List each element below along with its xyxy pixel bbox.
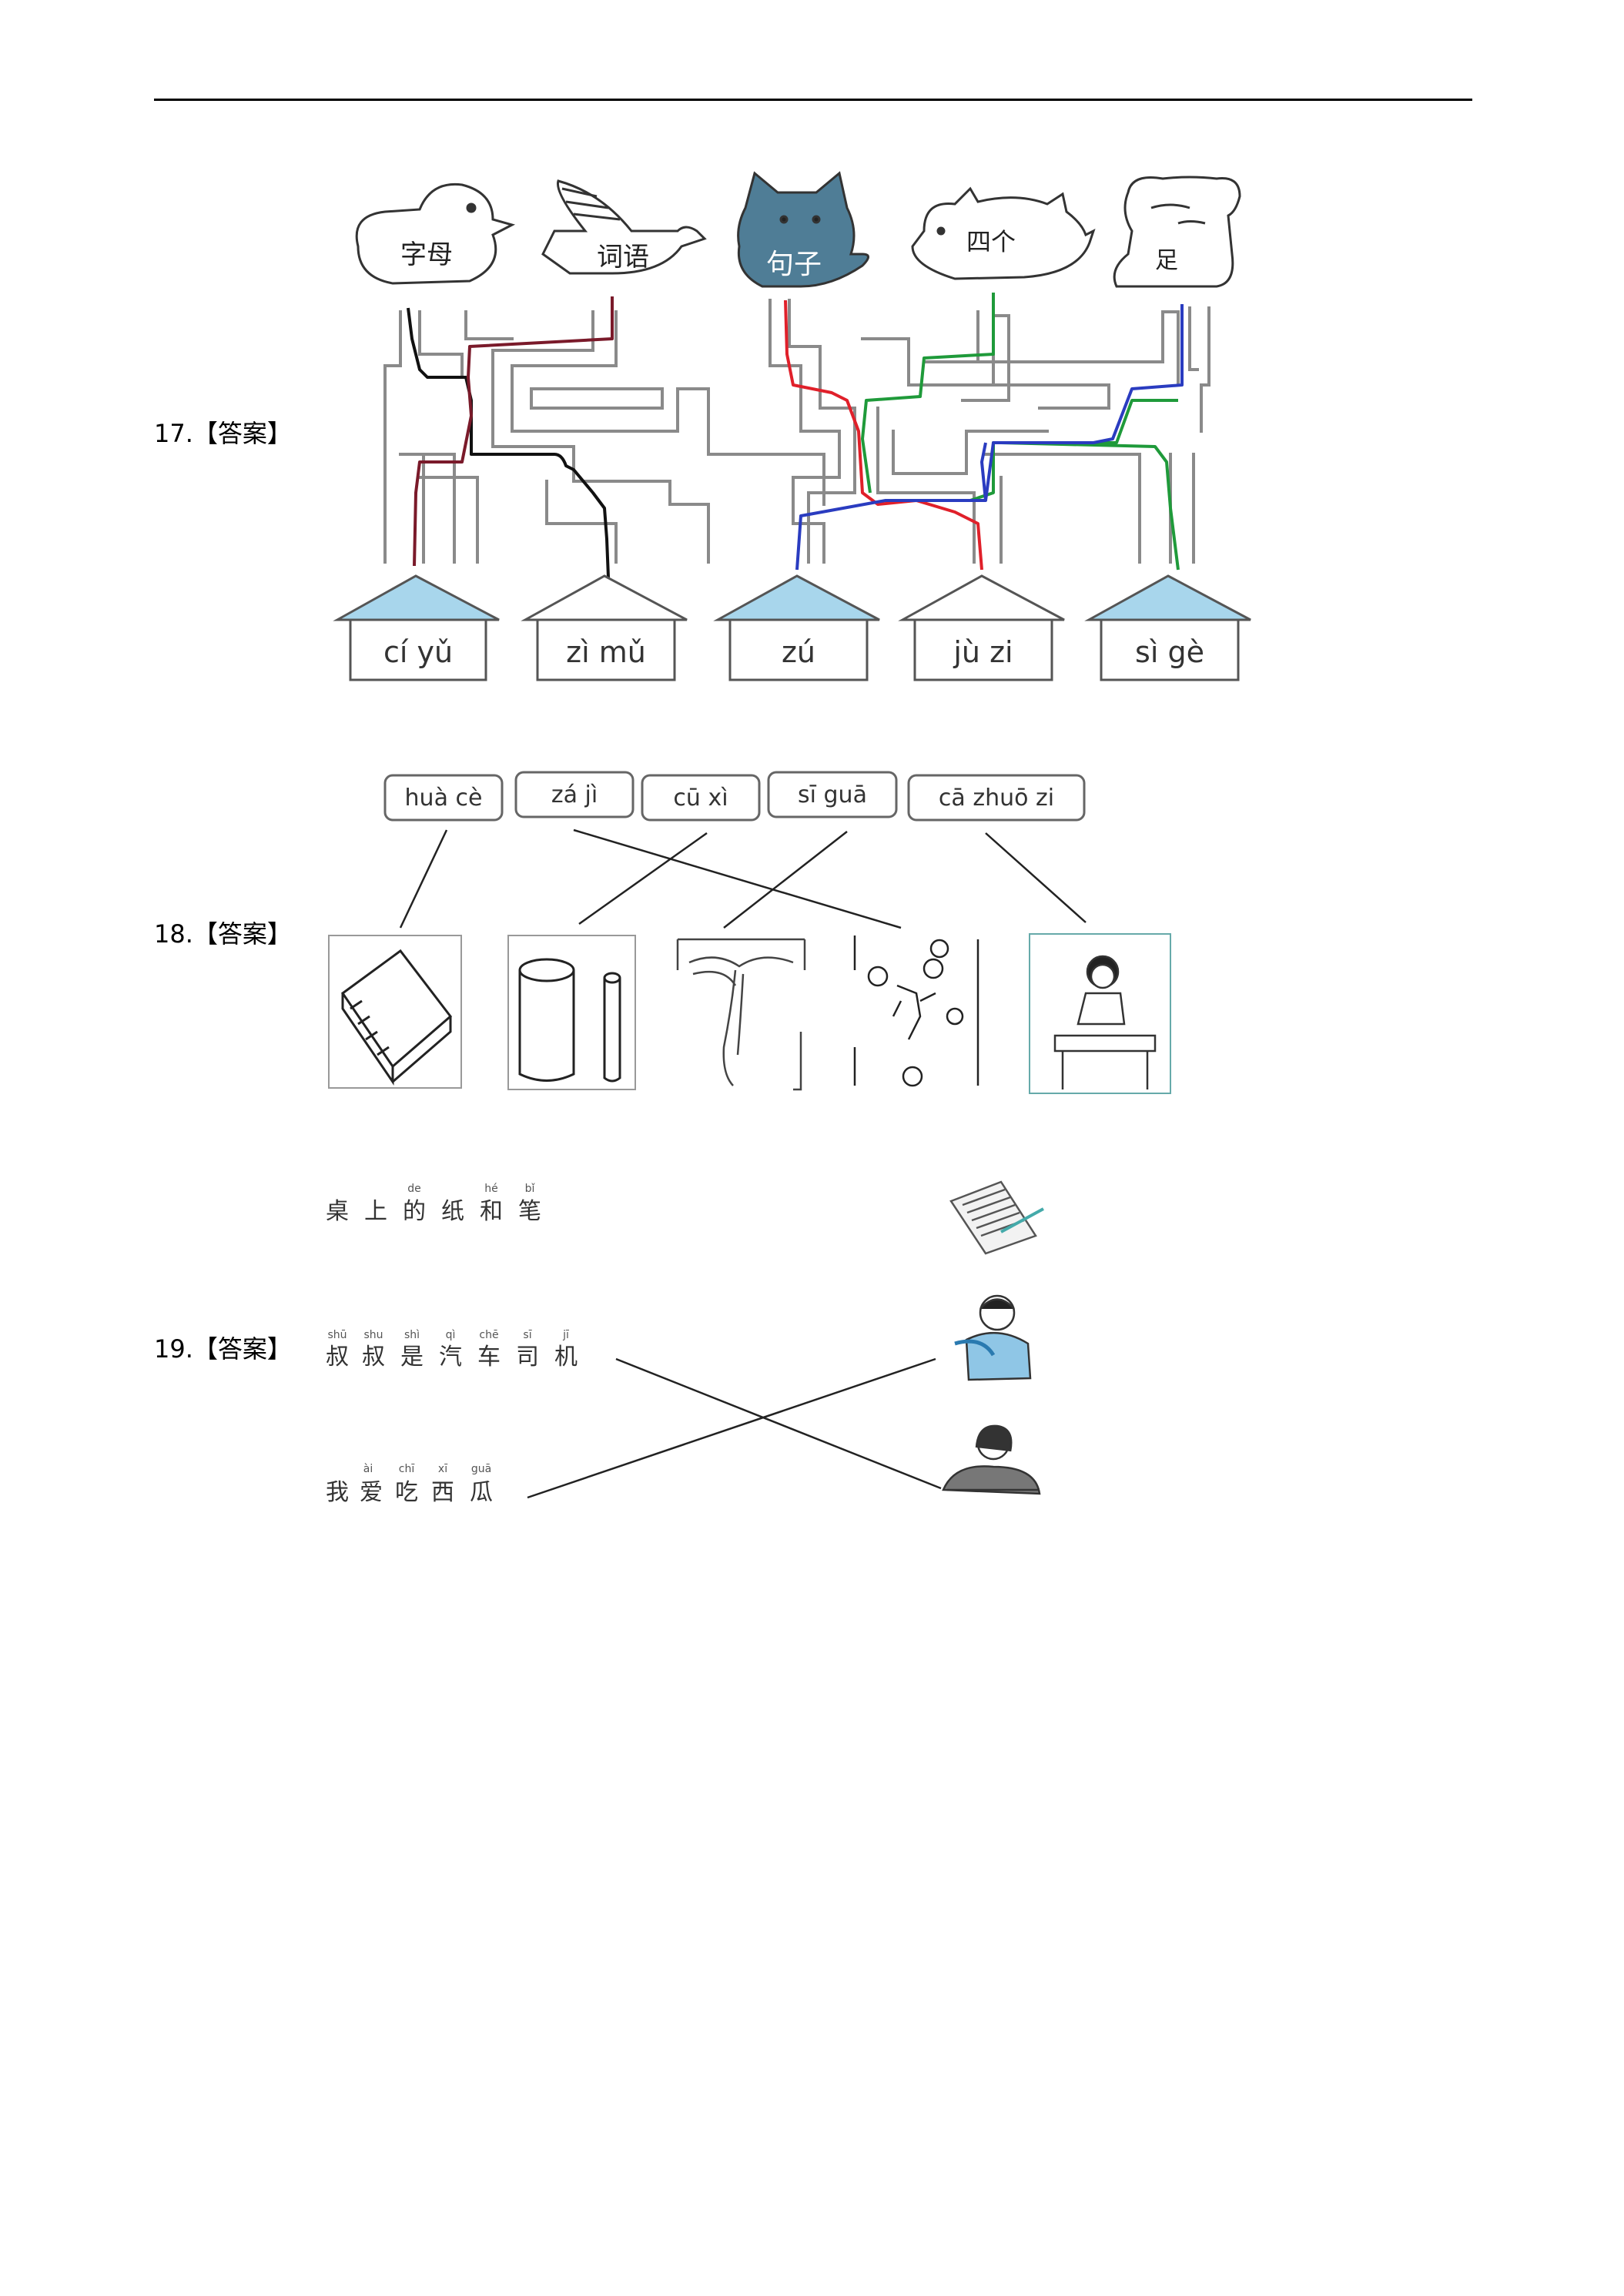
- duck-word: 字母: [400, 239, 453, 270]
- svg-text:爱: 爱: [360, 1479, 383, 1506]
- house-si-ge-label: sì gè: [1135, 635, 1204, 669]
- book-icon: [328, 935, 462, 1089]
- pig-word: 四个: [966, 227, 1016, 256]
- svg-text:瓜: 瓜: [470, 1479, 493, 1506]
- question-19-label: 19.【答案】: [154, 1334, 292, 1364]
- svg-text:叔: 叔: [362, 1344, 385, 1371]
- svg-text:bǐ: bǐ: [525, 1183, 536, 1195]
- svg-text:汽: 汽: [439, 1344, 462, 1371]
- house-zu-label: zú: [782, 635, 815, 669]
- path-green-3: [1000, 441, 1180, 571]
- juggling-icon: [853, 935, 979, 1087]
- boy-eating-icon: [954, 1294, 1032, 1381]
- dove-word: 词语: [597, 242, 649, 273]
- cat-icon: 句子: [737, 171, 869, 288]
- svg-text:西: 西: [431, 1479, 454, 1506]
- wiping-table-icon: [1029, 933, 1171, 1094]
- svg-text:shì: shì: [404, 1329, 420, 1341]
- thick-thin-sticks-icon: [507, 935, 636, 1090]
- pinyin-za-ji: zá jì: [551, 782, 598, 808]
- pinyin-si-gua: sī guā: [798, 782, 867, 808]
- dove-icon: 词语: [541, 179, 707, 275]
- svg-text:车: 车: [477, 1344, 501, 1371]
- svg-text:chē: chē: [479, 1329, 498, 1341]
- house-ci-yu-label: cí yǔ: [383, 635, 453, 669]
- q19-sentence-2: shū shu shì qì chē sī jī 叔 叔 是 汽 车 司 机: [326, 1329, 578, 1371]
- house-si-ge: sì gè: [1084, 574, 1251, 681]
- question-17-label: 17.【答案】: [154, 419, 292, 448]
- svg-text:机: 机: [554, 1344, 578, 1371]
- svg-text:叔: 叔: [326, 1344, 349, 1371]
- q18-pinyin-boxes: [383, 771, 1086, 822]
- driver-icon: [942, 1424, 1041, 1495]
- q19-match-lines: [527, 1357, 942, 1499]
- svg-text:hé: hé: [484, 1183, 498, 1195]
- header-rule: [154, 99, 1472, 101]
- cat-word: 句子: [766, 249, 822, 280]
- svg-text:吃: 吃: [395, 1479, 418, 1506]
- house-ju-zi: jù zi: [898, 574, 1065, 681]
- q18-pinyin-labels: huà cè zá jì cū xì sī guā cā zhuō zi: [405, 782, 1055, 812]
- svg-text:司: 司: [516, 1344, 539, 1371]
- path-blue-2: [980, 442, 987, 501]
- house-zi-mu: zì mǔ: [521, 574, 688, 681]
- path-maroon: [413, 296, 614, 567]
- house-zu: zú: [713, 574, 880, 681]
- house-ju-zi-label: jù zi: [953, 635, 1013, 669]
- path-blue-1: [795, 304, 1184, 571]
- svg-text:我: 我: [326, 1479, 349, 1506]
- svg-text:qì: qì: [446, 1329, 456, 1341]
- house-zi-mu-label: zì mǔ: [566, 635, 646, 669]
- duck-icon: 字母: [355, 182, 516, 285]
- path-green-1: [861, 293, 995, 494]
- svg-text:桌: 桌: [326, 1198, 349, 1225]
- svg-text:上: 上: [364, 1198, 387, 1225]
- svg-text:纸: 纸: [441, 1198, 464, 1225]
- svg-text:chī: chī: [399, 1463, 415, 1475]
- pinyin-ca-zhuo-zi: cā zhuō zi: [939, 785, 1054, 812]
- svg-text:shu: shu: [363, 1329, 383, 1341]
- path-red: [784, 300, 983, 571]
- svg-text:jī: jī: [562, 1329, 569, 1341]
- question-18-label: 18.【答案】: [154, 919, 292, 949]
- svg-text:guā: guā: [471, 1463, 491, 1475]
- svg-text:是: 是: [400, 1344, 424, 1371]
- svg-text:de: de: [407, 1183, 421, 1195]
- answer-paths: [407, 293, 1184, 578]
- house-ci-yu: cí yǔ: [333, 574, 500, 681]
- svg-text:xī: xī: [438, 1463, 447, 1475]
- pinyin-cu-xi: cū xì: [673, 785, 728, 812]
- q18-match-lines: [399, 828, 1087, 929]
- path-black: [407, 307, 610, 578]
- maze-walls: [383, 299, 1210, 564]
- loofah-vine-icon: [676, 938, 806, 1091]
- pinyin-hua-ce: huà cè: [405, 785, 483, 812]
- q19-sentence-3: ài chī xī guā 我 爱 吃 西 瓜: [326, 1463, 493, 1506]
- paper-pen-icon: [949, 1180, 1044, 1255]
- pig-icon: 四个: [911, 186, 1096, 280]
- q19-sentence-1: de hé bǐ 桌 上 的 纸 和 笔: [326, 1183, 541, 1225]
- dog-word: 足: [1155, 247, 1178, 274]
- svg-text:的: 的: [403, 1198, 426, 1225]
- svg-text:和: 和: [480, 1198, 503, 1225]
- svg-text:笔: 笔: [518, 1198, 541, 1225]
- svg-text:ài: ài: [363, 1463, 373, 1475]
- dog-icon: 足: [1113, 176, 1241, 288]
- svg-text:sī: sī: [523, 1329, 531, 1341]
- svg-text:shū: shū: [327, 1329, 347, 1341]
